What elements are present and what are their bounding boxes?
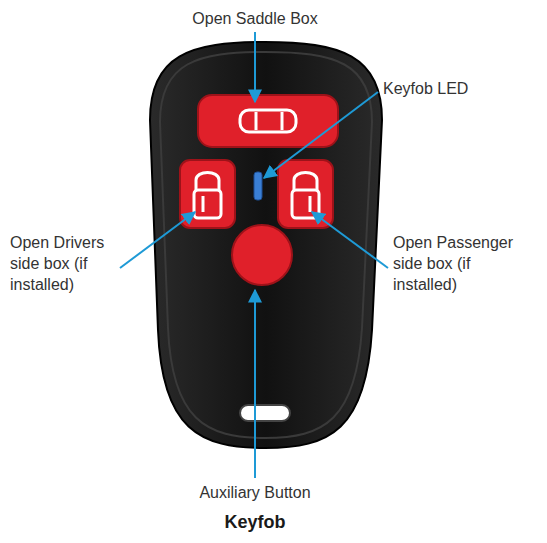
leader-arrow — [120, 212, 195, 268]
leader-line — [264, 92, 378, 178]
passenger-button — [278, 160, 333, 228]
passenger-icon — [292, 173, 319, 219]
fob-rim — [160, 52, 372, 438]
leader-arrow — [254, 32, 256, 102]
leader-arrow — [254, 290, 256, 478]
part-label: Auxiliary Button — [155, 482, 355, 503]
keyfob-led — [254, 172, 262, 200]
leader-arrow — [312, 212, 388, 268]
part-label: Keyfob LED — [383, 78, 533, 99]
part-label: Open Saddle Box — [155, 8, 355, 29]
figure-caption: Keyfob — [155, 512, 355, 533]
part-label: Open Passenger side box (if installed) — [393, 232, 533, 295]
part-label: Open Drivers side box (if installed) — [10, 232, 116, 295]
saddle-icon — [240, 110, 296, 132]
fob-body — [150, 42, 382, 448]
driver-icon — [194, 173, 221, 219]
lanyard-slot — [240, 405, 290, 421]
auxiliary-button — [232, 225, 292, 285]
